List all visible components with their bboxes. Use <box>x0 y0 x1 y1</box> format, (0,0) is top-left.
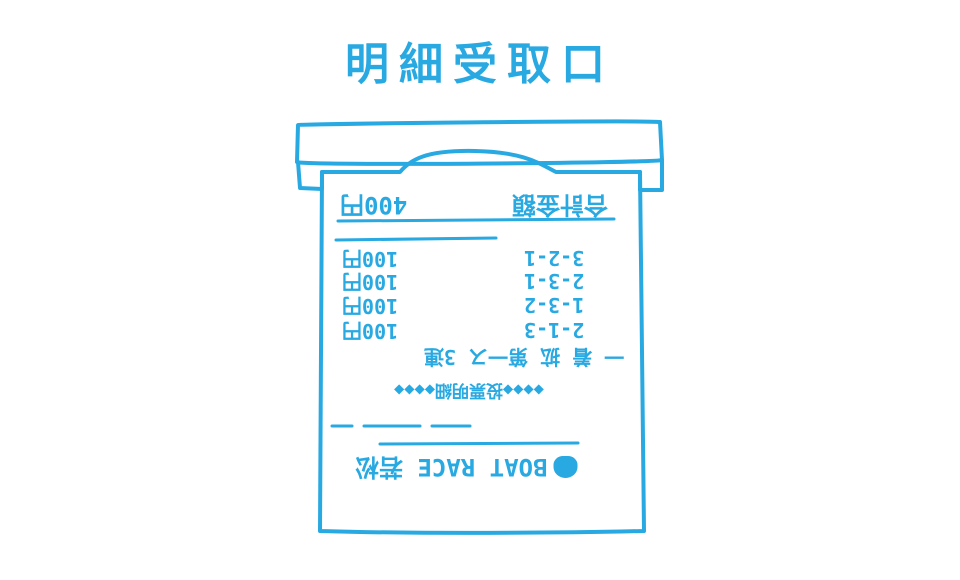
page-title: 明細受取口 <box>345 39 615 90</box>
boat-race-wave-icon <box>553 456 578 478</box>
brand-overline <box>378 441 580 446</box>
total-label: 合計金額 <box>512 191 608 219</box>
total-amount: 400円 <box>340 191 408 219</box>
brand-text: BOAT RACE 若松 <box>355 453 548 481</box>
total-underline <box>334 236 498 242</box>
decor-line: ◆◆◆◆投票明細◆◆◆◆ <box>394 380 544 400</box>
header-underline <box>336 217 616 223</box>
race-info: 一 着 拡 第一ス 3連 <box>424 345 625 369</box>
ticket-combination-1: 3-2-1 <box>524 246 585 270</box>
receipt-paper <box>318 170 646 535</box>
ticket-combination-3: 1-3-2 <box>524 293 585 317</box>
ticket-combination-2: 2-3-1 <box>524 269 585 293</box>
slot-bottom-lip <box>296 148 664 192</box>
slot-top-panel <box>294 119 664 166</box>
ticket-amount-4: 100円 <box>342 319 399 343</box>
ticket-combination-4: 2-1-3 <box>524 318 585 342</box>
brand-line: BOAT RACE 若松 <box>355 452 578 487</box>
